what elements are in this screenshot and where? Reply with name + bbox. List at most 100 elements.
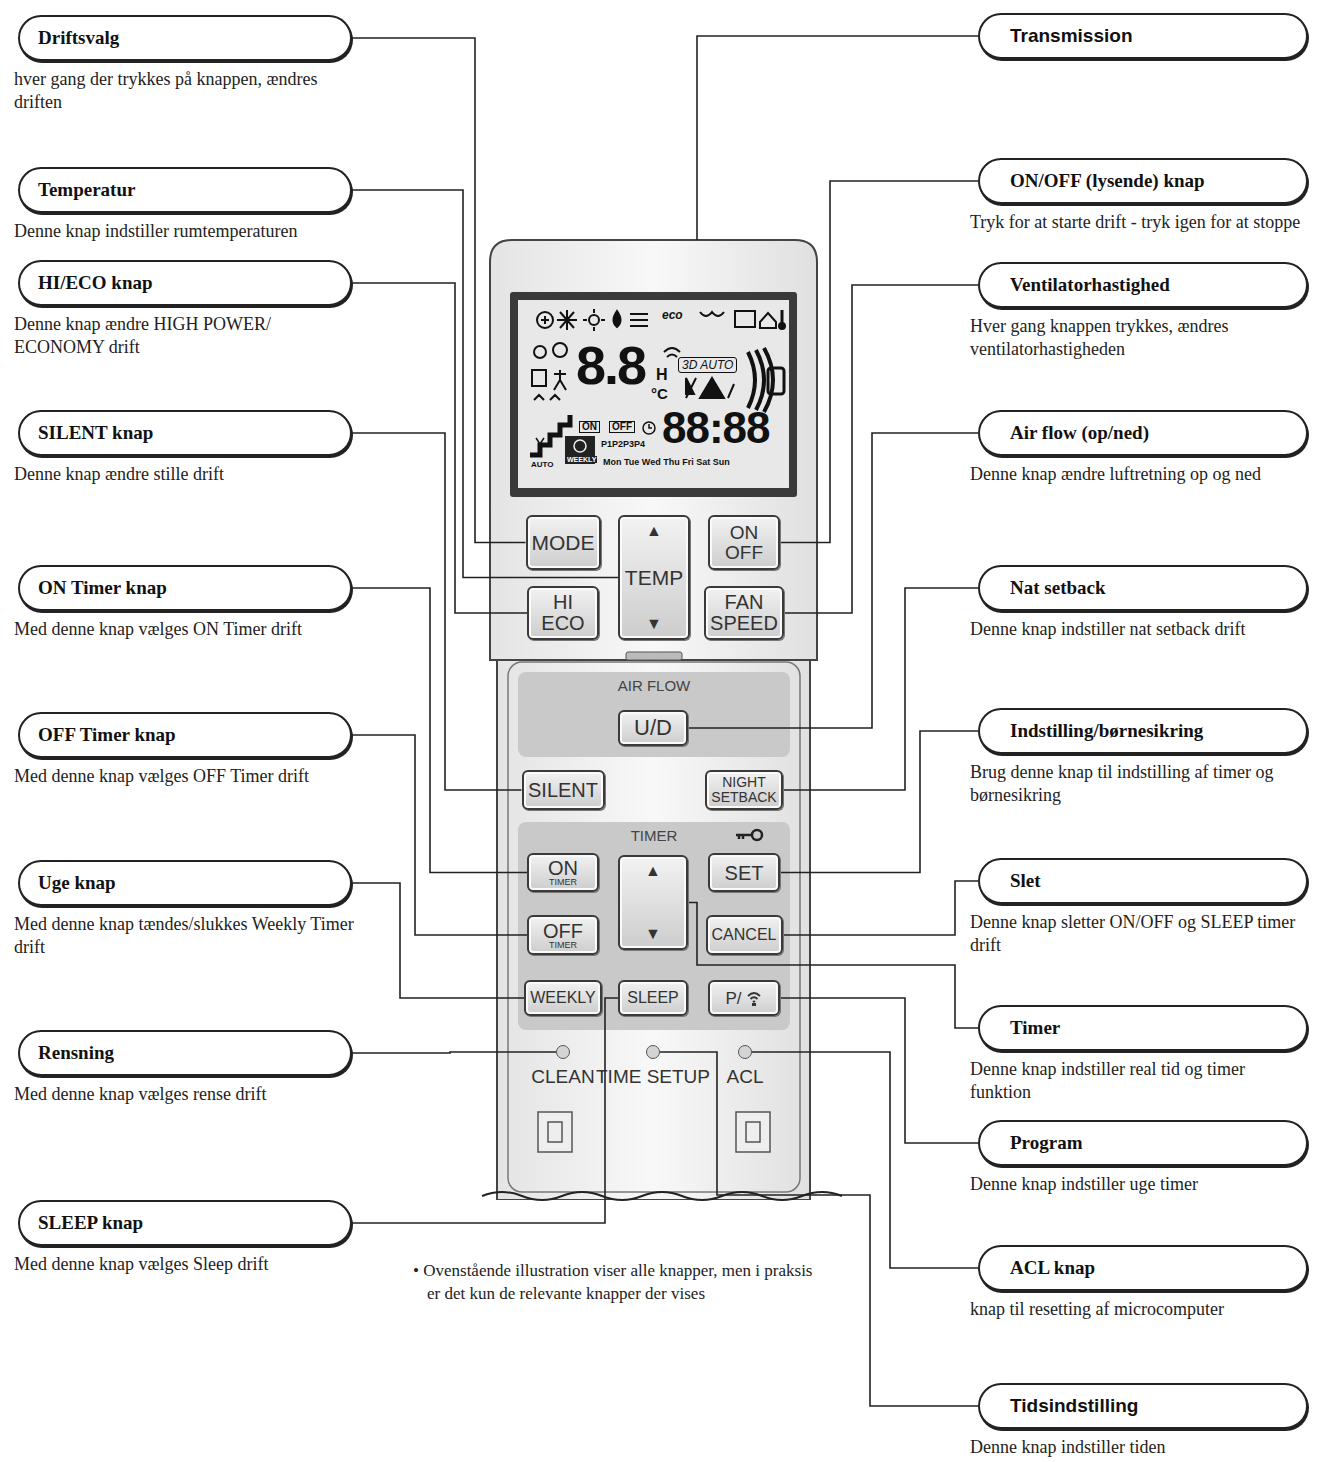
button-label: NIGHT SETBACK xyxy=(711,775,776,804)
remote-button: WEEKLY xyxy=(524,980,602,1016)
callout-box: RensningMed denne knap vælges rense drif… xyxy=(18,1030,352,1076)
button-label: ▼ xyxy=(645,926,661,942)
display-segment: 88:88 xyxy=(662,406,770,450)
callout-title: Program xyxy=(980,1132,1082,1154)
button-label: MODE xyxy=(532,532,595,553)
leader-line xyxy=(352,735,527,935)
leader-line xyxy=(752,1052,978,1268)
callout-box: Indstilling/børnesikringBrug denne knap … xyxy=(978,708,1308,754)
remote-button: P/ xyxy=(708,980,780,1016)
callout-title: ACL knap xyxy=(980,1257,1095,1279)
panel-title: AIR FLOW xyxy=(518,677,790,694)
display-segment: ON xyxy=(579,421,600,433)
leader-line xyxy=(783,588,978,790)
leader-line xyxy=(352,433,522,790)
callout-box: Air flow (op/ned)Denne knap ændre luftre… xyxy=(978,410,1308,456)
display-segment: °C xyxy=(651,386,668,401)
callout-box: SLEEP knapMed denne knap vælges Sleep dr… xyxy=(18,1200,352,1246)
remote-button: NIGHT SETBACK xyxy=(705,770,783,810)
button-label: ▲ xyxy=(646,523,662,539)
hole-label: ACL xyxy=(727,1066,764,1088)
button-panel: AIR FLOW U/D xyxy=(518,672,790,757)
remote-button: U/D xyxy=(618,710,688,746)
button-sublabel: TIMER xyxy=(549,941,577,950)
remote-button: MODE xyxy=(526,515,601,570)
callout-title: SLEEP knap xyxy=(20,1212,143,1234)
callout-box: OFF Timer knapMed denne knap vælges OFF … xyxy=(18,712,352,758)
button-label: HI ECO xyxy=(541,592,584,634)
callout-box: TidsindstillingDenne knap indstiller tid… xyxy=(978,1383,1308,1429)
hole-label: TIME SETUP xyxy=(596,1066,710,1088)
callout-title: Rensning xyxy=(20,1042,114,1064)
remote-button: ▲TEMP▼ xyxy=(618,515,690,640)
callout-description: Med denne knap vælges ON Timer drift xyxy=(14,618,354,641)
leader-line xyxy=(780,181,978,543)
display-segment: H xyxy=(656,367,668,383)
leader-line xyxy=(352,588,527,873)
callout-box: ON Timer knapMed denne knap vælges ON Ti… xyxy=(18,565,352,611)
button-label: ON xyxy=(548,858,578,878)
panel-title: TIMER xyxy=(518,827,790,844)
button-label: TEMP xyxy=(625,567,683,588)
button-label: FAN SPEED xyxy=(710,592,778,634)
callout-description: Denne knap ændre luftretning op og ned xyxy=(970,463,1305,486)
leader-line xyxy=(352,1052,556,1053)
wifi-arcs xyxy=(748,993,760,1002)
callout-description: hver gang der trykkes på knappen, ændres… xyxy=(14,68,354,115)
display-segment: eco xyxy=(662,309,683,321)
leader-line xyxy=(352,38,526,543)
button-label: SLEEP xyxy=(627,990,679,1006)
display-segment: 8.8 xyxy=(576,338,645,392)
leader-line xyxy=(688,903,978,1029)
remote-button: SET xyxy=(708,853,780,892)
button-label: SILENT xyxy=(528,780,598,800)
remote-button: SILENT xyxy=(522,770,605,810)
reset-hole: CLEAN xyxy=(556,1045,570,1059)
callout-description: Denne knap indstiller uge timer xyxy=(970,1173,1305,1196)
display-segment: OFF xyxy=(609,421,635,433)
display-segment: AUTO xyxy=(531,461,554,469)
callout-box: Nat setbackDenne knap indstiller nat set… xyxy=(978,565,1308,611)
callout-description: knap til resetting af microcomputer xyxy=(970,1298,1305,1321)
callout-title: ON Timer knap xyxy=(20,577,167,599)
callout-title: Air flow (op/ned) xyxy=(980,422,1149,444)
callout-box: SILENT knapDenne knap ændre stille drift xyxy=(18,410,352,456)
callout-title: Slet xyxy=(980,870,1041,892)
button-label: ON OFF xyxy=(725,523,763,563)
remote-button: ▲▼ xyxy=(618,855,688,950)
callout-description: Med denne knap vælges Sleep drift xyxy=(14,1253,354,1276)
callout-title: Ventilatorhastighed xyxy=(980,274,1170,296)
button-label: SET xyxy=(725,863,764,883)
callout-box: Uge knapMed denne knap tændes/slukkes We… xyxy=(18,860,352,906)
key-shape xyxy=(736,835,752,839)
callout-description: Hver gang knappen trykkes, ændres ventil… xyxy=(970,315,1305,362)
display-segment: Mon Tue Wed Thu Fri Sat Sun xyxy=(603,458,730,467)
button-label: P/ xyxy=(725,990,741,1007)
remote-button: FAN SPEED xyxy=(704,586,784,640)
callout-description: Tryk for at starte drift - tryk igen for… xyxy=(970,211,1305,234)
child-lock-icon xyxy=(734,827,764,843)
button-sublabel: TIMER xyxy=(549,878,577,887)
callout-box: HI/ECO knapDenne knap ændre HIGH POWER/ … xyxy=(18,260,352,306)
button-label: WEEKLY xyxy=(530,990,596,1006)
callout-description: Denne knap indstiller rumtemperaturen xyxy=(14,220,354,243)
callout-box: Transmission xyxy=(978,13,1308,59)
callout-title: OFF Timer knap xyxy=(20,724,176,746)
callout-title: Timer xyxy=(980,1017,1060,1039)
remote-button: ON OFF xyxy=(708,515,780,570)
hole-label: CLEAN xyxy=(531,1066,594,1088)
callout-box: VentilatorhastighedHver gang knappen try… xyxy=(978,262,1308,308)
remote-button: SLEEP xyxy=(618,980,688,1016)
button-label: CANCEL xyxy=(712,927,777,943)
button-label: ▲ xyxy=(645,863,661,879)
leader-line xyxy=(352,883,524,998)
callout-box: SletDenne knap sletter ON/OFF og SLEEP t… xyxy=(978,858,1308,904)
callout-title: SILENT knap xyxy=(20,422,153,444)
callout-description: Denne knap indstiller tiden xyxy=(970,1436,1305,1459)
callout-description: Denne knap indstiller nat setback drift xyxy=(970,618,1305,641)
callout-title: Nat setback xyxy=(980,577,1106,599)
leader-line xyxy=(352,283,527,613)
remote-button: HI ECO xyxy=(527,586,599,640)
callout-title: HI/ECO knap xyxy=(20,272,153,294)
wifi-base xyxy=(752,1003,756,1006)
